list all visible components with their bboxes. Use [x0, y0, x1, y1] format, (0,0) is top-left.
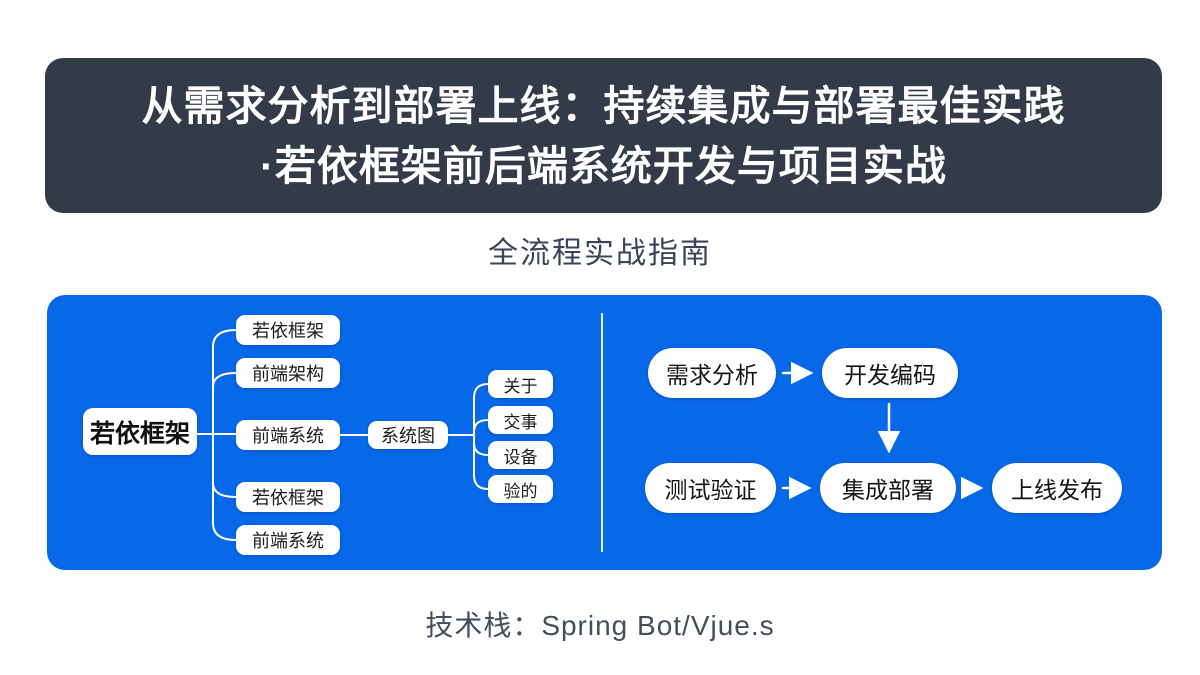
title-line-1: 从需求分析到部署上线：持续集成与部署最佳实践: [141, 82, 1066, 129]
title-banner: 从需求分析到部署上线：持续集成与部署最佳实践 ·若依框架前后端系统开发与项目实战: [45, 58, 1162, 213]
title-line-2: ·若依框架前后端系统开发与项目实战: [260, 142, 947, 189]
subtitle: 全流程实战指南: [488, 237, 712, 270]
mindmap-leaf-node: 交事: [488, 406, 553, 434]
flow-node-requirements: 需求分析: [648, 348, 776, 398]
mindmap-branch-node: 前端系统: [236, 525, 340, 555]
flow-node-coding: 开发编码: [822, 348, 958, 398]
mindmap-leaf-node: 验的: [488, 475, 553, 503]
mindmap-branch-node: 前端系统: [236, 420, 340, 450]
connector-layer: [196, 313, 984, 552]
mindmap-branch-node: 若依框架: [236, 482, 340, 512]
mindmap-branch-node: 前端架构: [236, 358, 340, 388]
diagram-panel: 若依框架 若依框架 前端架构 前端系统 若依框架 前端系统 系统图 关于 交事 …: [47, 295, 1162, 570]
tech-stack-caption: 技术栈：Spring Bot/Vjue.s: [425, 610, 775, 641]
flow-node-deploy: 集成部署: [820, 463, 956, 513]
mindmap-branch-node: 若依框架: [236, 315, 340, 345]
flow-node-release: 上线发布: [992, 463, 1122, 513]
mindmap-leaf-node: 设备: [488, 441, 553, 469]
mindmap-root-node: 若依框架: [83, 408, 197, 455]
flow-node-testing: 测试验证: [645, 463, 776, 513]
mindmap-mid-node: 系统图: [368, 421, 448, 449]
mindmap-leaf-node: 关于: [488, 370, 553, 398]
